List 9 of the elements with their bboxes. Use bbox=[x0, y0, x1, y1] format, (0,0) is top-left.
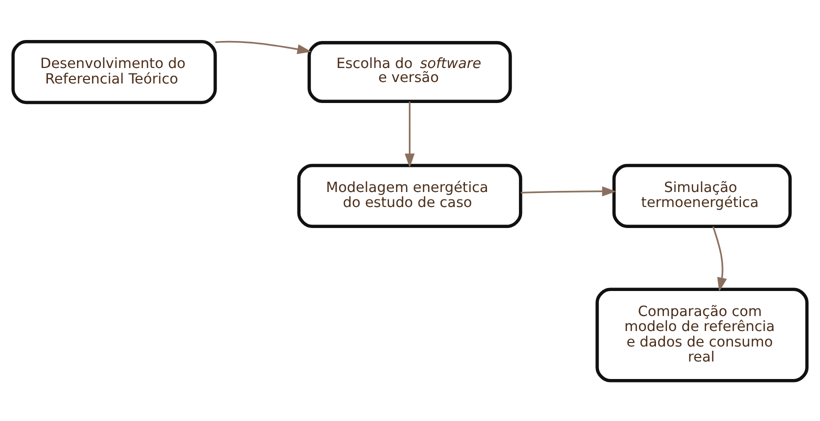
node-box: Comparação com modelo de referência e dados de consumo real bbox=[596, 287, 809, 382]
arrow bbox=[404, 101, 415, 168]
arrow bbox=[712, 226, 727, 292]
arrow bbox=[215, 40, 312, 54]
node-box: Desenvolvimento do Referencial Teórico bbox=[11, 39, 217, 104]
node-box: Escolha do software e versão bbox=[308, 40, 512, 102]
node-box: Simulação termoenergética bbox=[612, 163, 792, 228]
arrow bbox=[520, 186, 616, 196]
node-box: Modelagem energética do estudo de caso bbox=[297, 163, 522, 228]
